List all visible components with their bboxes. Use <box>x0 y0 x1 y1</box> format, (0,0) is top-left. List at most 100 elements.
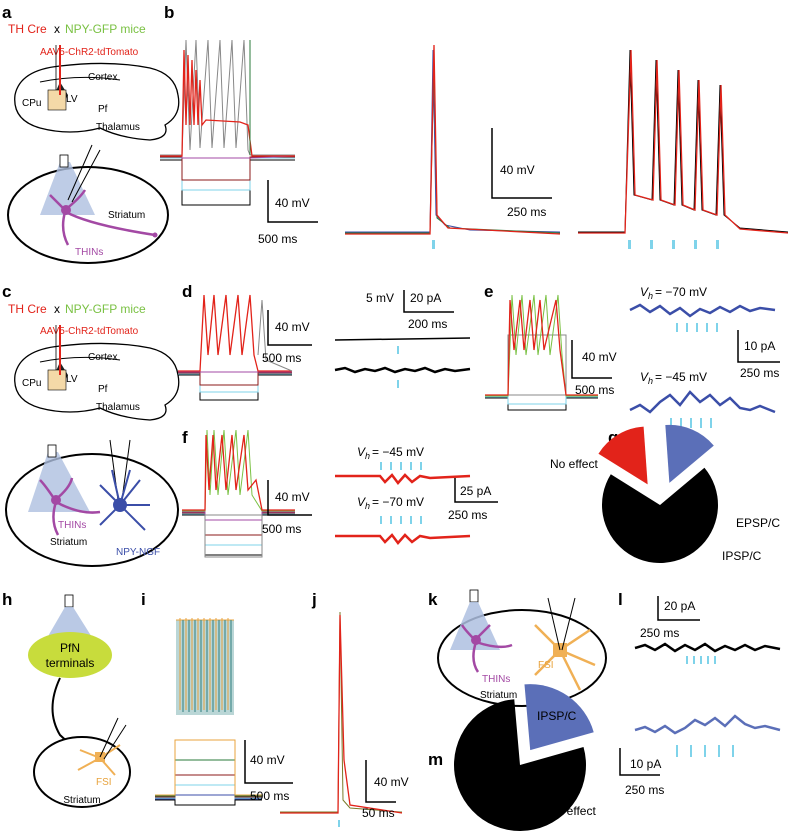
pie-g-ipsp-label: IPSP/C <box>722 549 762 563</box>
thins-c-label: THINs <box>58 520 86 531</box>
pie-g-slice-no-effect <box>602 467 718 563</box>
pf-label: Pf <box>98 104 108 115</box>
light-pulses-b3 <box>628 240 719 249</box>
light-pulses-l-bottom <box>676 745 734 757</box>
scale-f-ms: 500 ms <box>262 522 301 536</box>
panel-d: d 40 mV 500 ms 5 mV 20 pA 200 ms <box>178 282 471 401</box>
virus-c-label: AAV5-ChR2-tdTomato <box>40 326 139 337</box>
trace-d2-bottom <box>334 366 471 374</box>
thin-soma <box>61 205 71 215</box>
light-pulses-e-top <box>676 323 718 332</box>
scale-f-pa: 25 pA <box>460 484 491 498</box>
electrode-h1 <box>99 717 119 758</box>
scale-i-ms: 500 ms <box>250 789 289 803</box>
panel-b: b 40 mV 500 ms 40 mV 250 ms <box>160 3 788 249</box>
striatum-label: Striatum <box>108 210 145 221</box>
electrode-2 <box>71 149 101 203</box>
thin-soma-c <box>51 495 61 505</box>
scalebar-b2: 40 mV 250 ms <box>491 128 552 219</box>
pie-g-slice-ipsp-c <box>665 424 714 483</box>
cortex-line <box>39 76 121 83</box>
panel-label-f: f <box>182 428 188 447</box>
npy-ngf-neuron <box>99 469 150 531</box>
lv-c-label: LV <box>66 374 78 385</box>
scalebar-e2: 10 pA 250 ms <box>737 330 780 380</box>
scalebar-f1: 40 mV 500 ms <box>262 480 312 536</box>
panel-j: j 40 mV 50 ms <box>280 590 409 827</box>
panel-l: l 20 pA 250 ms 10 pA 250 ms <box>618 590 781 797</box>
fsi-h-label: FSI <box>96 777 112 788</box>
npy-ngf-soma <box>113 498 127 512</box>
scale-e-ms: 500 ms <box>575 383 614 397</box>
fsi-k-label: FSI <box>538 660 554 671</box>
striatum-h-label: Striatum <box>63 795 100 806</box>
scalebar-l2: 10 pA 250 ms <box>619 748 664 797</box>
scalebar-b1: 40 mV 500 ms <box>258 180 318 246</box>
optic-fiber-c <box>47 444 57 458</box>
striatum-k-label: Striatum <box>480 690 517 701</box>
panel-label-c: c <box>2 282 11 301</box>
pie-chart-g <box>598 424 718 563</box>
thin-neuron <box>49 189 156 246</box>
trace-f2-top <box>335 473 471 485</box>
scale-d-200ms: 200 ms <box>408 317 447 331</box>
scale-i-mv: 40 mV <box>250 753 285 767</box>
panel-g: g No effect EPSP/C IPSP/C <box>550 424 780 563</box>
scale-j-mv: 40 mV <box>374 775 409 789</box>
light-cone <box>40 162 95 215</box>
vh-f2: Vh= −70 mV <box>357 495 424 511</box>
npy-ngf-label: NPY-NGF <box>116 547 160 558</box>
thalamus-label: Thalamus <box>96 122 140 133</box>
scale-e-mv: 40 mV <box>582 350 617 364</box>
panel-label-l: l <box>618 590 623 609</box>
pie-g-epsp-label: EPSP/C <box>736 516 780 530</box>
thins-k-label: THINs <box>482 674 510 685</box>
fsi-neuron-k <box>534 624 596 691</box>
pfn-terminals <box>28 632 112 678</box>
pie-m-no-effect-label: No effect <box>548 804 596 818</box>
trace-d1 <box>178 294 293 401</box>
trace-l-top <box>634 642 781 653</box>
scale-l-pa: 20 pA <box>664 599 695 613</box>
title-c-x: x <box>54 302 60 316</box>
injection-site <box>47 89 67 111</box>
scalebar-f2: 25 pA 250 ms <box>448 478 498 522</box>
title-c-th-cre: TH Cre <box>8 302 47 316</box>
cpu-label: CPu <box>22 98 41 109</box>
cortex-label: Cortex <box>88 72 117 83</box>
cpu-c-label: CPu <box>22 378 41 389</box>
trace-f2-bottom <box>335 533 471 545</box>
scale-e-ms2: 250 ms <box>740 366 779 380</box>
fsi-neuron-h <box>77 744 121 776</box>
scale-l-ms: 250 ms <box>640 626 679 640</box>
scale-b2-ms: 250 ms <box>507 205 546 219</box>
panel-a: a TH Cre x NPY-GFP mice AAV5-ChR2-tdToma… <box>2 3 180 264</box>
scalebar-l1: 20 pA 250 ms <box>640 596 700 640</box>
pie-m-slice-no-effect <box>454 699 586 831</box>
scalebar-e1: 40 mV 500 ms <box>571 340 617 397</box>
panel-k: k THINs FSI Striatum <box>428 589 607 707</box>
panel-label-j: j <box>311 590 317 609</box>
scale-j-ms: 50 ms <box>362 806 395 820</box>
light-pulse-j <box>338 820 340 827</box>
title-npy-gfp: NPY-GFP mice <box>65 22 146 36</box>
light-pulses-f-top <box>380 462 422 470</box>
panel-label-g: g <box>608 428 618 447</box>
thin-neuron-c <box>39 477 101 536</box>
panel-label-d: d <box>182 282 192 301</box>
thin-axon-end <box>152 232 158 238</box>
trace-b2 <box>345 44 561 235</box>
panel-label-b: b <box>164 3 174 22</box>
scale-l-ms2: 250 ms <box>625 783 664 797</box>
spikes-i-teal <box>182 620 232 712</box>
vh-e1: Vh= −70 mV <box>640 285 707 301</box>
panel-label-k: k <box>428 590 438 609</box>
light-pulse-d2a <box>397 346 399 354</box>
optic-fiber <box>59 154 69 168</box>
pie-m-ipsp-label: IPSP/C <box>537 709 577 723</box>
scale-b1-ms: 500 ms <box>258 232 297 246</box>
scale-b2-mv: 40 mV <box>500 163 535 177</box>
trace-b3 <box>578 49 788 234</box>
injection-site-c <box>47 369 67 391</box>
trace-b1 <box>160 39 296 206</box>
